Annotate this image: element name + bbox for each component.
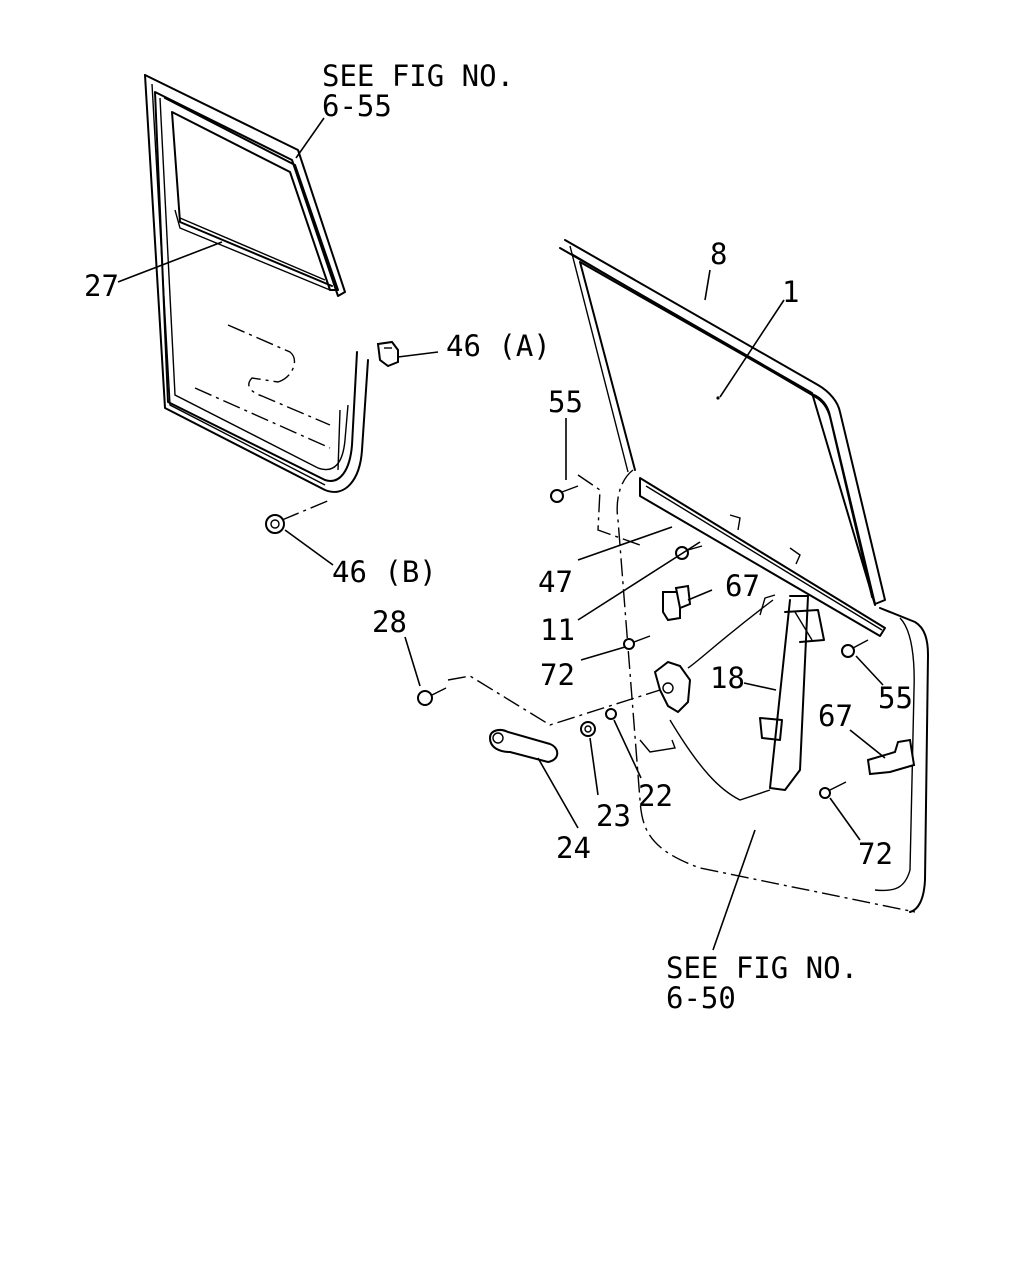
figure-ref-top-line2: 6-55	[322, 89, 392, 123]
callout-46a: 46 (A)	[446, 329, 551, 363]
callout-28: 28	[372, 605, 407, 639]
bolt-55-top	[550, 485, 579, 503]
callout-27: 27	[84, 269, 119, 303]
window-glass	[559, 239, 886, 637]
bolt-11	[675, 545, 703, 560]
callout-72-right: 72	[858, 837, 893, 871]
callout-1: 1	[782, 275, 799, 309]
figure-ref-top-line1: SEE FIG NO.	[322, 59, 514, 93]
callout-18: 18	[710, 661, 745, 695]
window-handle-24	[488, 729, 559, 764]
callout-23: 23	[596, 799, 631, 833]
callout-55-right: 55	[878, 681, 913, 715]
roller-67-top	[662, 584, 692, 622]
callout-46b: 46 (B)	[332, 555, 437, 589]
window-regulator	[639, 594, 825, 801]
clip-46a	[376, 340, 399, 368]
bracket-67-right	[866, 738, 916, 776]
bolt-55-right	[841, 639, 869, 658]
callout-24: 24	[556, 831, 591, 865]
screw-72-right	[819, 781, 847, 799]
grommet-46b	[265, 514, 285, 534]
callout-22: 22	[638, 779, 673, 813]
outer-door-panel	[144, 74, 369, 493]
callout-47: 47	[538, 565, 573, 599]
callout-11: 11	[540, 613, 575, 647]
callout-67-right: 67	[818, 699, 853, 733]
callout-72-top: 72	[540, 658, 575, 692]
callout-55-top: 55	[548, 385, 583, 419]
callout-8: 8	[710, 237, 727, 271]
figure-ref-bottom-line2: 6-50	[666, 981, 736, 1015]
washer-22	[605, 708, 617, 720]
callout-67-top: 67	[725, 569, 760, 603]
screw-72-top	[623, 635, 651, 650]
figure-ref-bottom-line1: SEE FIG NO.	[666, 951, 858, 985]
washer-23	[580, 721, 596, 737]
bolt-28	[417, 687, 447, 706]
